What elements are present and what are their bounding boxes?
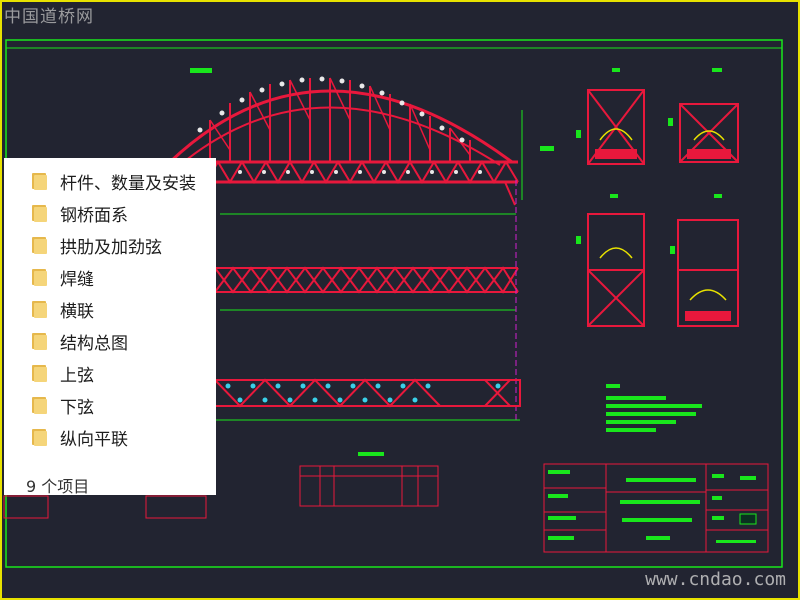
folder-item[interactable]: 纵向平联	[32, 424, 128, 450]
arch-hangers	[209, 78, 471, 162]
left-small-table	[3, 495, 207, 519]
folder-item[interactable]: 拱肋及加劲弦	[32, 232, 162, 258]
folder-item[interactable]: 结构总图	[32, 328, 128, 354]
folder-item[interactable]: 钢桥面系	[32, 200, 128, 226]
table-title-tag	[358, 452, 384, 456]
item-count: 9 个项目	[26, 477, 90, 496]
folder-icon	[32, 332, 48, 350]
section-yellow-arches	[599, 128, 727, 301]
folder-label: 纵向平联	[60, 429, 128, 450]
folder-icon	[32, 268, 48, 286]
folder-icon	[32, 396, 48, 414]
folder-item[interactable]: 上弦	[32, 360, 94, 386]
folder-label: 下弦	[60, 397, 94, 418]
section-green-tags	[576, 68, 722, 254]
deck-diagonals	[169, 160, 519, 184]
folder-label: 结构总图	[60, 333, 128, 354]
folder-icon	[32, 364, 48, 382]
folder-label: 横联	[60, 301, 94, 322]
folder-label: 杆件、数量及安装	[60, 173, 196, 194]
folder-item[interactable]: 焊缝	[32, 264, 94, 290]
folder-icon	[32, 428, 48, 446]
lower-chord-nodes	[225, 383, 501, 403]
watermark-top: 中国道桥网	[4, 7, 94, 27]
cross-section-3	[587, 213, 645, 327]
folder-item[interactable]: 杆件、数量及安装	[32, 168, 196, 194]
material-table	[299, 465, 439, 507]
folder-list-panel: 杆件、数量及安装 钢桥面系 拱肋及加劲弦 焊缝 横联 结构总图 上弦 下弦 纵向…	[4, 158, 216, 496]
cross-section-1	[587, 89, 645, 165]
lower-chord-elevation	[214, 378, 521, 408]
end-support	[504, 181, 516, 206]
folder-label: 上弦	[60, 365, 94, 386]
cross-section-2	[679, 103, 739, 163]
folder-icon	[32, 204, 48, 222]
folder-label: 焊缝	[60, 269, 94, 290]
folder-label: 拱肋及加劲弦	[60, 237, 162, 258]
folder-icon	[32, 172, 48, 190]
folder-label: 钢桥面系	[60, 205, 128, 226]
arch-struts	[209, 77, 471, 156]
lateral-bracing-plan	[214, 266, 519, 294]
green-tag	[190, 68, 212, 73]
title-block-text-bars	[548, 470, 757, 543]
cross-section-4	[677, 219, 739, 327]
title-block	[543, 463, 769, 553]
folder-item[interactable]: 横联	[32, 296, 94, 322]
folder-icon	[32, 236, 48, 254]
notes-block	[606, 384, 702, 432]
folder-item[interactable]: 下弦	[32, 392, 94, 418]
green-tag	[540, 146, 554, 151]
arch-node-markers	[197, 76, 482, 174]
watermark-bottom: www.cndao.com	[645, 569, 786, 590]
arch-rib-lower	[179, 106, 501, 166]
arch-elevation	[168, 77, 519, 206]
folder-icon	[32, 300, 48, 318]
